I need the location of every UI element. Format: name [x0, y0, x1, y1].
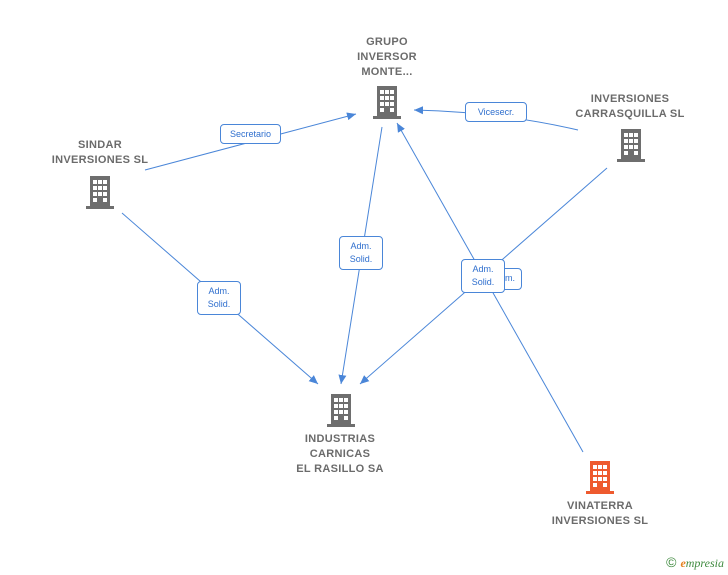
building-icon-carrasquilla[interactable]	[616, 127, 646, 168]
edge-label-text: Vicesecr.	[477, 107, 515, 117]
copyright-icon: ©	[666, 554, 677, 570]
node-label-line: MONTE...	[361, 66, 413, 78]
node-label-sindar[interactable]: SINDAR INVERSIONES SL	[40, 138, 160, 168]
edge-label-adm-solid-sindar[interactable]: Adm. Solid.	[197, 281, 241, 315]
building-icon	[327, 394, 355, 427]
empresia-watermark[interactable]: ©empresia	[666, 554, 724, 571]
node-label-industrias[interactable]: INDUSTRIAS CARNICAS EL RASILLO SA	[280, 432, 400, 477]
edge-label-text: Adm.	[208, 286, 230, 296]
node-label-grupo[interactable]: GRUPO INVERSOR MONTE...	[332, 35, 442, 80]
edge-label-vicesecr[interactable]: Vicesecr.	[465, 102, 527, 122]
node-label-line: INDUSTRIAS	[304, 433, 376, 445]
building-icon-grupo[interactable]	[372, 84, 402, 125]
building-icon-industrias[interactable]	[326, 392, 356, 433]
building-icon-vinaterra[interactable]	[585, 459, 615, 500]
node-label-line: GRUPO	[366, 36, 408, 48]
edge-label-text: Solid.	[349, 254, 373, 264]
building-icon	[373, 86, 401, 119]
building-icon	[617, 129, 645, 162]
edge-label-secretario[interactable]: Secretario	[220, 124, 281, 144]
node-label-line: CARNICAS	[309, 448, 371, 460]
edge-label-text: Solid.	[471, 277, 495, 287]
node-label-vinaterra[interactable]: VINATERRA INVERSIONES SL	[535, 499, 665, 529]
building-icon-sindar[interactable]	[85, 174, 115, 215]
node-label-line: INVERSIONES	[590, 93, 670, 105]
edge-label-text: Secretario	[229, 129, 272, 139]
node-label-line: VINATERRA	[566, 500, 634, 512]
brand-initial: e	[680, 556, 686, 570]
node-label-line: INVERSIONES SL	[51, 154, 149, 166]
edge-label-text: Solid.	[207, 299, 231, 309]
edge-label-text: Adm.	[350, 241, 372, 251]
node-label-line: INVERSIONES SL	[551, 515, 649, 527]
building-icon	[586, 461, 614, 494]
node-label-line: CARRASQUILLA SL	[575, 108, 685, 120]
edge-label-adm-solid-grupo[interactable]: Adm. Solid.	[339, 236, 383, 270]
node-label-carrasquilla[interactable]: INVERSIONES CARRASQUILLA SL	[563, 92, 697, 122]
edge-label-adm-solid-vinaterra[interactable]: Adm. Solid.	[461, 259, 505, 293]
node-label-line: SINDAR	[78, 139, 122, 151]
node-label-line: INVERSOR	[357, 51, 417, 63]
node-label-line: EL RASILLO SA	[296, 463, 384, 475]
brand-name: mpresia	[685, 556, 724, 570]
building-icon	[86, 176, 114, 209]
edge-label-text: Adm.	[472, 264, 494, 274]
